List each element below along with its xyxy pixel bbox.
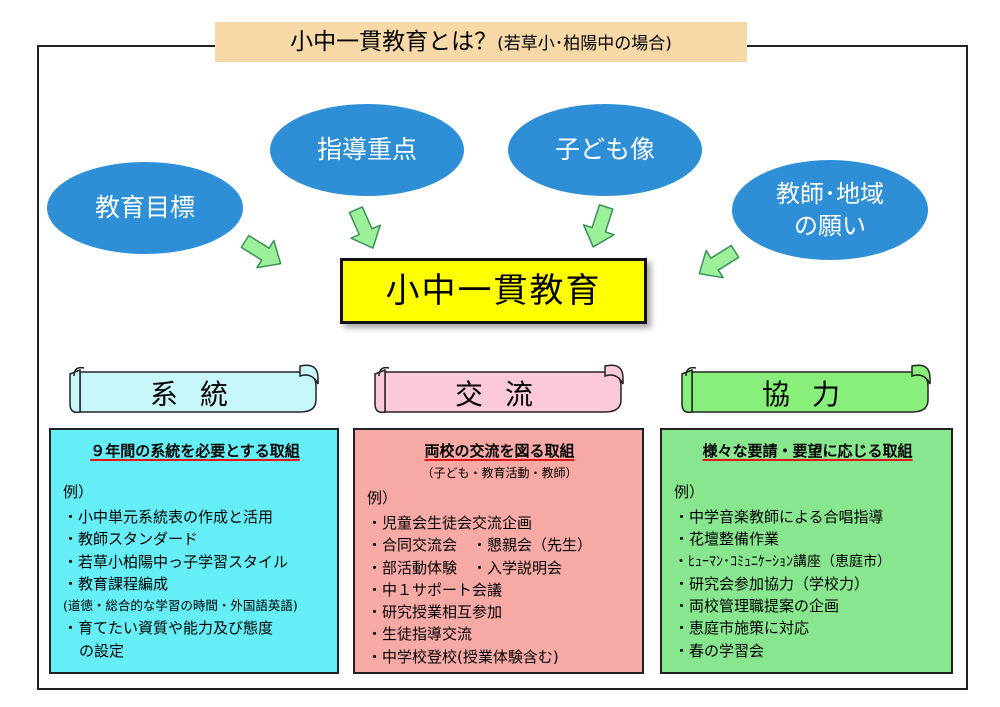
list-item: ・研究会参加協力（学校力） (674, 574, 870, 593)
box-kyouryoku-title: 様々な要請・要望に応じる取組 (702, 442, 913, 460)
scroll-banner-icon (69, 364, 319, 414)
list-item: の設定 (79, 641, 125, 660)
arrow-icon (235, 227, 290, 278)
list-item: ・研究授業相互参加 (367, 603, 503, 622)
list-item: ・ﾋｭｰﾏﾝ･ｺﾐｭﾆｹｰｼｮﾝ講座（恵庭市） (674, 553, 891, 570)
list-item: (道徳・総合的な学習の時間・外国語英語) (63, 598, 298, 614)
list-item: ・教師スタンダード (63, 530, 199, 549)
title-main: 小中一貫教育とは？ (290, 29, 498, 55)
center-box: 小中一貫教育 (340, 258, 647, 324)
bubble-education-goals-label: 教育目標 (94, 193, 195, 222)
scroll-label-kouryuu: 交流 (454, 378, 555, 411)
bubble-education-goals: 教育目標 (47, 162, 243, 254)
bubble-guidance-focus: 指導重点 (270, 104, 464, 196)
list-item: ・中学音楽教師による合唱指導 (674, 508, 884, 526)
box-kouryuu: 両校の交流を図る取組 （子ども・教育活動・教師） 例） ・児童会生徒会交流企画 … (353, 428, 644, 674)
box-kyouryoku: 様々な要請・要望に応じる取組 例） ・中学音楽教師による合唱指導 ・花壇整備作業… (660, 428, 953, 674)
bubble-guidance-focus-label: 指導重点 (316, 135, 417, 164)
arrow-icon (340, 202, 389, 256)
arrow-icon (690, 237, 745, 288)
box-keitou-title: ９年間の系統を必要とする取組 (90, 442, 300, 460)
list-item: ・春の学習会 (674, 641, 765, 660)
bubble-child-image-label: 子ども像 (554, 135, 655, 164)
scroll-label-keitou: 系統 (149, 378, 250, 411)
list-item: ・若草小柏陽中っ子学習スタイル (63, 552, 289, 571)
list-item: ・生徒指導交流 (367, 625, 473, 644)
arrow-icon (577, 201, 623, 253)
list-item: ・部活動体験 ・入学説明会 (367, 558, 563, 577)
list-item: ・育てたい資質や能力及び態度 (63, 619, 274, 638)
scroll-label-kyouryoku: 協力 (761, 378, 862, 411)
bubble-child-image: 子ども像 (508, 104, 702, 196)
center-label: 小中一貫教育 (385, 271, 602, 311)
list-item: ・合同交流会 ・懇親会（先生） (367, 536, 593, 555)
bubble-wishes-line2: の願い (794, 212, 866, 240)
box-keitou-rei: 例） (63, 483, 94, 501)
list-item: ・花壇整備作業 (674, 530, 780, 549)
list-item: ・教育課程編成 (63, 574, 169, 593)
list-item: ・中学校登校(授業体験含む) (367, 647, 559, 666)
box-kouryuu-title: 両校の交流を図る取組 (424, 442, 575, 460)
list-item: ・両校管理職提案の企画 (674, 597, 840, 616)
bubble-wishes: 教師･地域 の願い (732, 160, 928, 260)
box-kyouryoku-rei: 例） (674, 483, 705, 501)
scroll-banner-icon (681, 364, 931, 414)
box-keitou: ９年間の系統を必要とする取組 例） ・小中単元系統表の作成と活用 ・教師スタンダ… (49, 428, 339, 674)
scroll-banner-icon (374, 364, 624, 414)
list-item: ・小中単元系統表の作成と活用 (63, 508, 274, 526)
diagram-title: 小中一貫教育とは？(若草小･柏陽中の場合) (215, 22, 747, 62)
list-item: ・中１サポート会議 (367, 580, 503, 599)
list-item: ・恵庭市施策に対応 (674, 619, 810, 638)
box-kouryuu-rei: 例） (367, 489, 398, 507)
bubble-wishes-line1: 教師･地域 (776, 180, 884, 208)
title-sub: (若草小･柏陽中の場合) (497, 34, 672, 54)
list-item: ・児童会生徒会交流企画 (367, 514, 533, 532)
box-kouryuu-subtitle: （子ども・教育活動・教師） (421, 466, 578, 480)
